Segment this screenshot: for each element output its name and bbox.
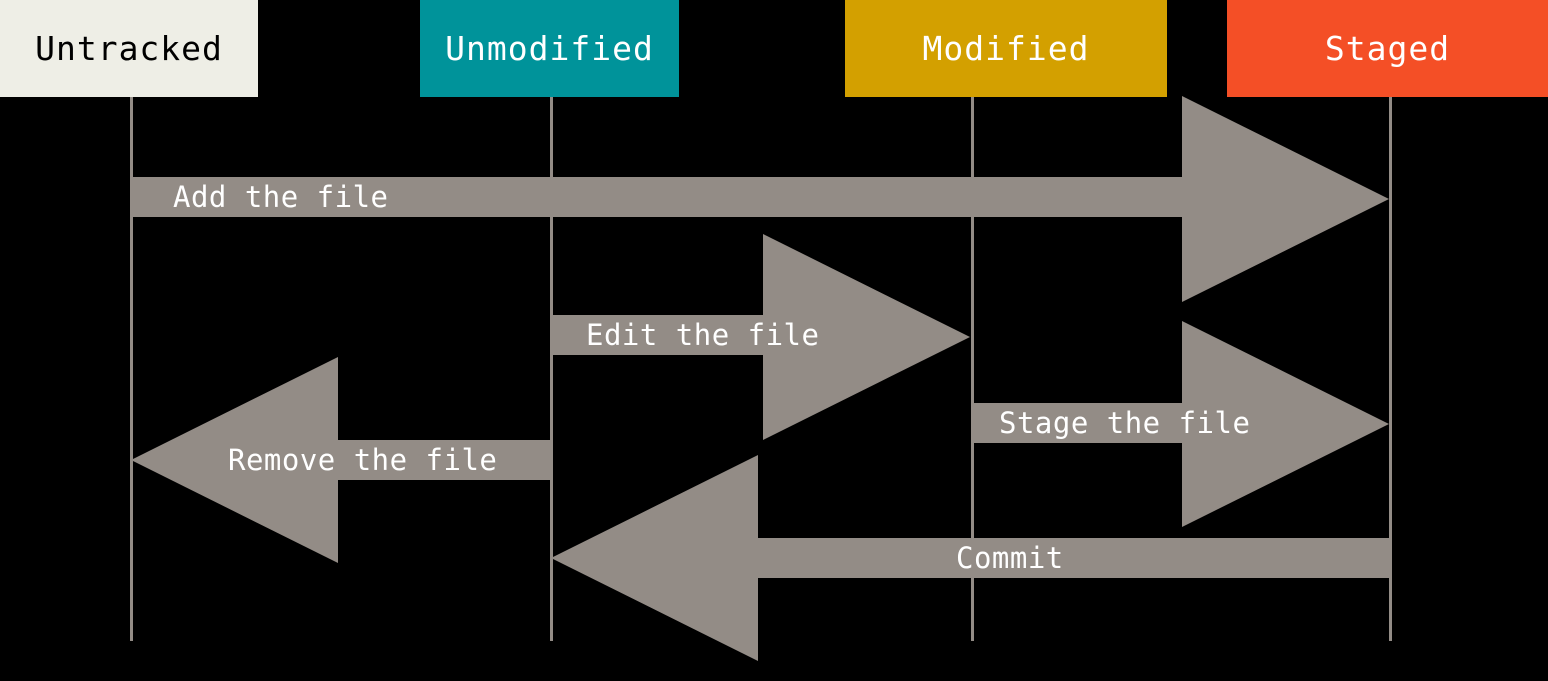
arrow-label-edit-the-file: Edit the file (586, 318, 820, 352)
state-label-untracked: Untracked (35, 29, 223, 68)
arrowshaft-stage-the-file (971, 403, 1182, 443)
arrow-label-commit: Commit (956, 541, 1064, 575)
arrowhead-edit-the-file (763, 234, 970, 440)
lifeline-staged (1389, 97, 1392, 641)
arrowhead-stage-the-file (1182, 321, 1389, 527)
arrowshaft-edit-the-file (550, 315, 766, 355)
state-label-unmodified: Unmodified (445, 29, 654, 68)
arrowhead-remove-the-file (131, 357, 338, 563)
arrowhead-commit (551, 455, 758, 661)
arrowshaft-add-the-file (130, 177, 1182, 217)
state-box-modified: Modified (845, 0, 1167, 97)
arrowshaft-commit (758, 538, 1389, 578)
lifeline-modified (971, 97, 974, 641)
state-box-unmodified: Unmodified (420, 0, 679, 97)
lifeline-unmodified (550, 97, 553, 641)
state-box-untracked: Untracked (0, 0, 258, 97)
state-box-staged: Staged (1227, 0, 1548, 97)
arrowshaft-remove-the-file (338, 440, 550, 480)
arrow-label-stage-the-file: Stage the file (999, 406, 1251, 440)
arrow-label-add-the-file: Add the file (173, 180, 389, 214)
arrowhead-add-the-file (1182, 96, 1389, 302)
arrow-label-remove-the-file: Remove the file (228, 443, 498, 477)
state-label-modified: Modified (922, 29, 1090, 68)
state-label-staged: Staged (1324, 29, 1451, 68)
